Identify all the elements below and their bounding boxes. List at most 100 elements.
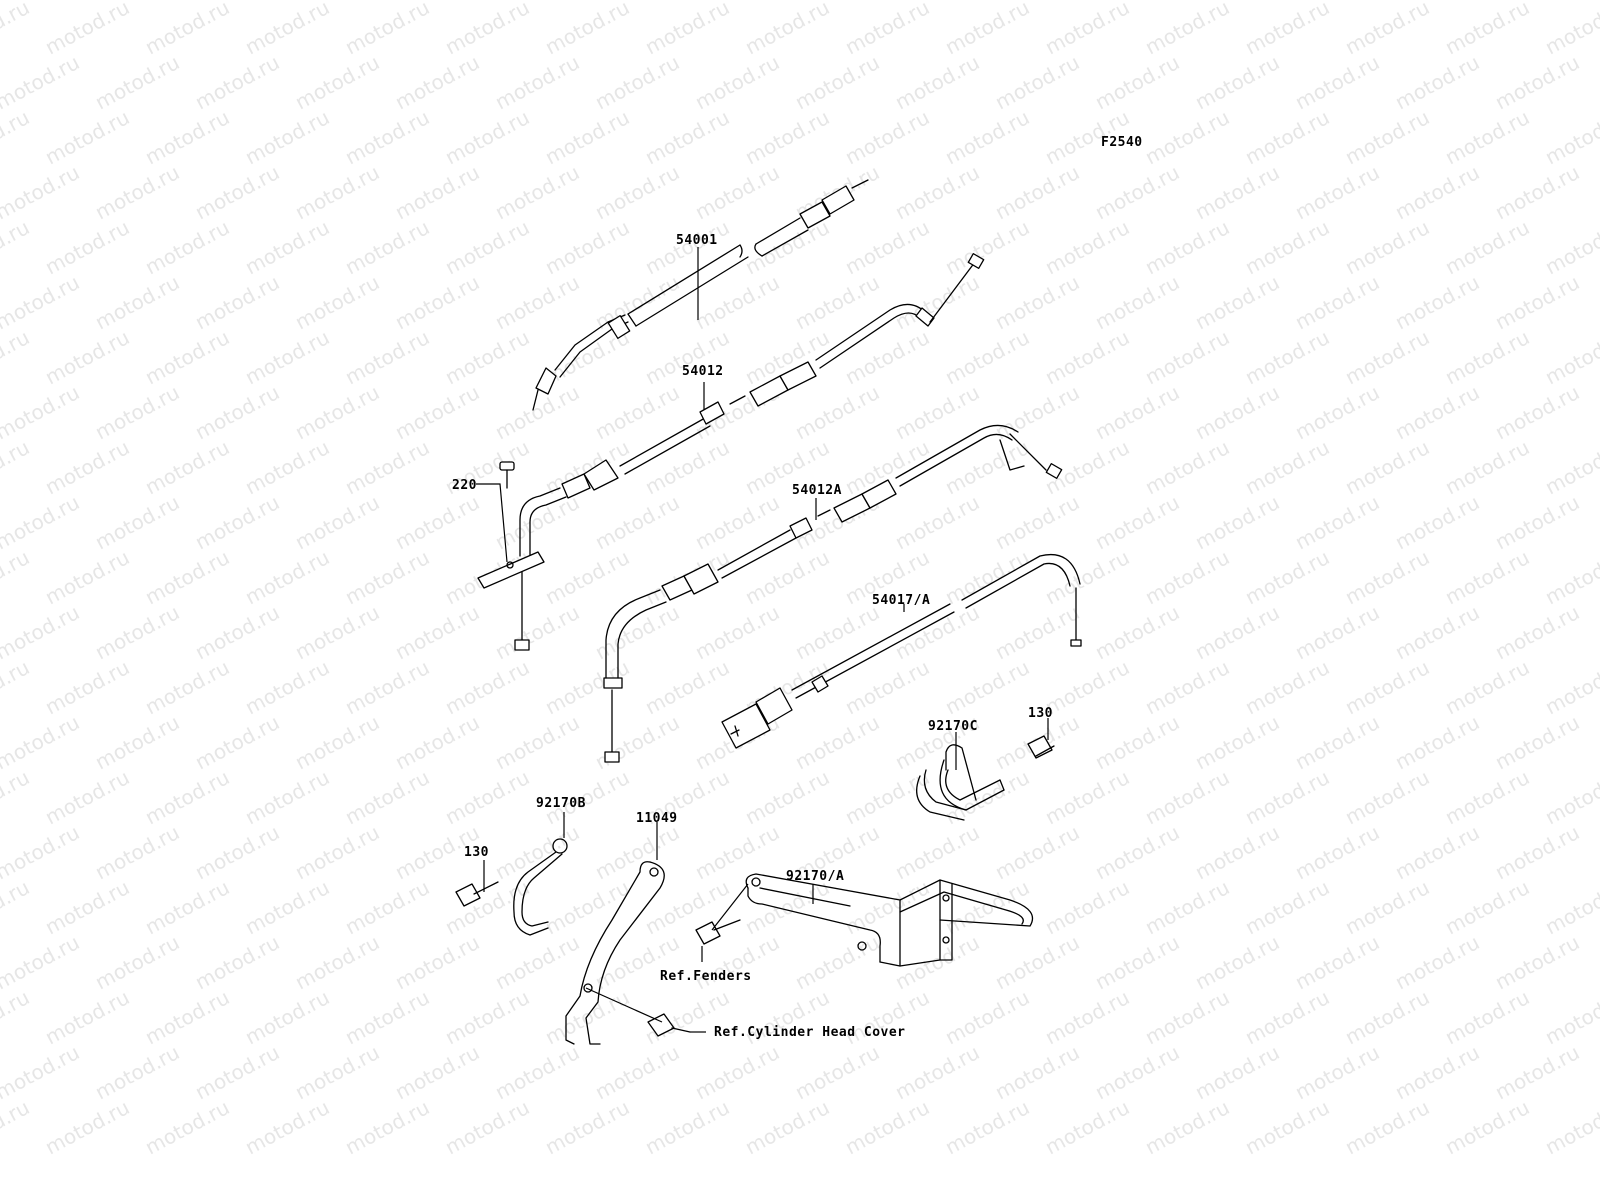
part-54012a-throttle-cable[interactable] — [603, 424, 1063, 763]
watermark-text: motod.ru — [1441, 985, 1533, 1049]
watermark-text: motod.ru — [1091, 820, 1183, 884]
watermark-text: motod.ru — [791, 930, 883, 994]
watermark-text: motod.ru — [641, 105, 733, 169]
watermark-text: motod.ru — [1291, 270, 1383, 334]
watermark-text: motod.ru — [1491, 930, 1583, 994]
watermark-text: motod.ru — [1341, 215, 1433, 279]
part-130-bolt-right[interactable] — [1027, 735, 1055, 759]
watermark-text: motod.ru — [491, 160, 583, 224]
watermark-text: motod.ru — [341, 875, 433, 939]
watermark-text: motod.ru — [891, 600, 983, 664]
watermark-text: motod.ru — [0, 215, 33, 279]
watermark-text: motod.ru — [1541, 435, 1600, 499]
watermark-text: motod.ru — [141, 325, 233, 389]
watermark-text: motod.ru — [141, 985, 233, 1049]
part-220-screw[interactable] — [499, 461, 515, 489]
watermark-text: motod.ru — [1041, 325, 1133, 389]
watermark-text: motod.ru — [1491, 820, 1583, 884]
watermark-text: motod.ru — [1291, 820, 1383, 884]
watermark-text: motod.ru — [241, 435, 333, 499]
watermark-text: motod.ru — [1241, 105, 1333, 169]
watermark-text: motod.ru — [891, 820, 983, 884]
watermark-text: motod.ru — [0, 985, 33, 1049]
watermark-text: motod.ru — [391, 710, 483, 774]
watermark-text: motod.ru — [1091, 380, 1183, 444]
watermark-text: motod.ru — [391, 1040, 483, 1104]
watermark-text: motod.ru — [991, 270, 1083, 334]
part-54012-throttle-cable[interactable] — [477, 253, 985, 651]
watermark-text: motod.ru — [641, 325, 733, 389]
watermark-text: motod.ru — [241, 985, 333, 1049]
watermark-text: motod.ru — [141, 0, 233, 59]
watermark-text: motod.ru — [1191, 710, 1283, 774]
watermark-text: motod.ru — [0, 1095, 33, 1159]
watermark-text: motod.ru — [1141, 105, 1233, 169]
watermark-text: motod.ru — [0, 325, 33, 389]
watermark-text: motod.ru — [1441, 0, 1533, 59]
part-11049-bracket[interactable] — [565, 861, 665, 1045]
watermark-text: motod.ru — [1091, 160, 1183, 224]
watermark-text: motod.ru — [91, 600, 183, 664]
watermark-text: motod.ru — [1191, 930, 1283, 994]
watermark-text: motod.ru — [1391, 710, 1483, 774]
watermark-text: motod.ru — [291, 490, 383, 554]
watermark-text: motod.ru — [191, 160, 283, 224]
watermark-text: motod.ru — [1291, 1040, 1383, 1104]
watermark-text: motod.ru — [1091, 490, 1183, 554]
watermark-text: motod.ru — [241, 655, 333, 719]
watermark-text: motod.ru — [941, 105, 1033, 169]
watermark-text: motod.ru — [491, 1040, 583, 1104]
watermark-text: motod.ru — [1291, 50, 1383, 114]
watermark-text: motod.ru — [991, 50, 1083, 114]
watermark-text: motod.ru — [691, 490, 783, 554]
watermark-text: motod.ru — [1391, 1040, 1483, 1104]
watermark-text: motod.ru — [791, 380, 883, 444]
watermark-text: motod.ru — [1291, 380, 1383, 444]
watermark-text: motod.ru — [891, 490, 983, 554]
watermark-text: motod.ru — [341, 215, 433, 279]
watermark-text: motod.ru — [891, 1040, 983, 1104]
watermark-text: motod.ru — [341, 435, 433, 499]
watermark-text: motod.ru — [1041, 1095, 1133, 1159]
watermark-text: motod.ru — [241, 545, 333, 609]
watermark-text: motod.ru — [141, 655, 233, 719]
watermark-text: motod.ru — [491, 380, 583, 444]
watermark-text: motod.ru — [91, 160, 183, 224]
callout-54017a: 54017/A — [872, 593, 930, 608]
watermark-text: motod.ru — [341, 545, 433, 609]
part-54001-speedometer-cable[interactable] — [532, 179, 869, 411]
part-92170c-clamp[interactable] — [916, 744, 1005, 821]
bolt-ref-fenders[interactable] — [695, 919, 741, 945]
watermark-text: motod.ru — [741, 0, 833, 59]
watermark-text: motod.ru — [1041, 655, 1133, 719]
callout-54001: 54001 — [676, 233, 718, 248]
watermark-text: motod.ru — [391, 930, 483, 994]
part-92170b-clamp[interactable] — [513, 838, 568, 936]
watermark-text: motod.ru — [441, 0, 533, 59]
watermark-text: motod.ru — [491, 270, 583, 334]
part-130-bolt-left[interactable] — [455, 881, 499, 907]
watermark-text: motod.ru — [1241, 545, 1333, 609]
watermark-text: motod.ru — [1291, 930, 1383, 994]
watermark-text: motod.ru — [1141, 0, 1233, 59]
watermark-text: motod.ru — [1141, 765, 1233, 829]
part-54017a-choke-cable[interactable] — [721, 554, 1082, 749]
watermark-text: motod.ru — [1441, 105, 1533, 169]
watermark-text: motod.ru — [1091, 710, 1183, 774]
watermark-text: motod.ru — [191, 1040, 283, 1104]
watermark-text: motod.ru — [691, 270, 783, 334]
watermark-text: motod.ru — [141, 1095, 233, 1159]
watermark-text: motod.ru — [1241, 325, 1333, 389]
watermark-text: motod.ru — [0, 490, 83, 554]
bolt-ref-cylinder-head-cover[interactable] — [647, 1013, 691, 1037]
watermark-text: motod.ru — [1091, 600, 1183, 664]
watermark-text: motod.ru — [0, 0, 33, 59]
watermark-text: motod.ru — [1391, 820, 1483, 884]
watermark-text: motod.ru — [541, 215, 633, 279]
watermark-text: motod.ru — [1541, 1095, 1600, 1159]
watermark-text: motod.ru — [391, 270, 483, 334]
callout-11049: 11049 — [636, 811, 678, 826]
part-92170a-bracket[interactable] — [745, 873, 1034, 967]
watermark-text: motod.ru — [1241, 0, 1333, 59]
